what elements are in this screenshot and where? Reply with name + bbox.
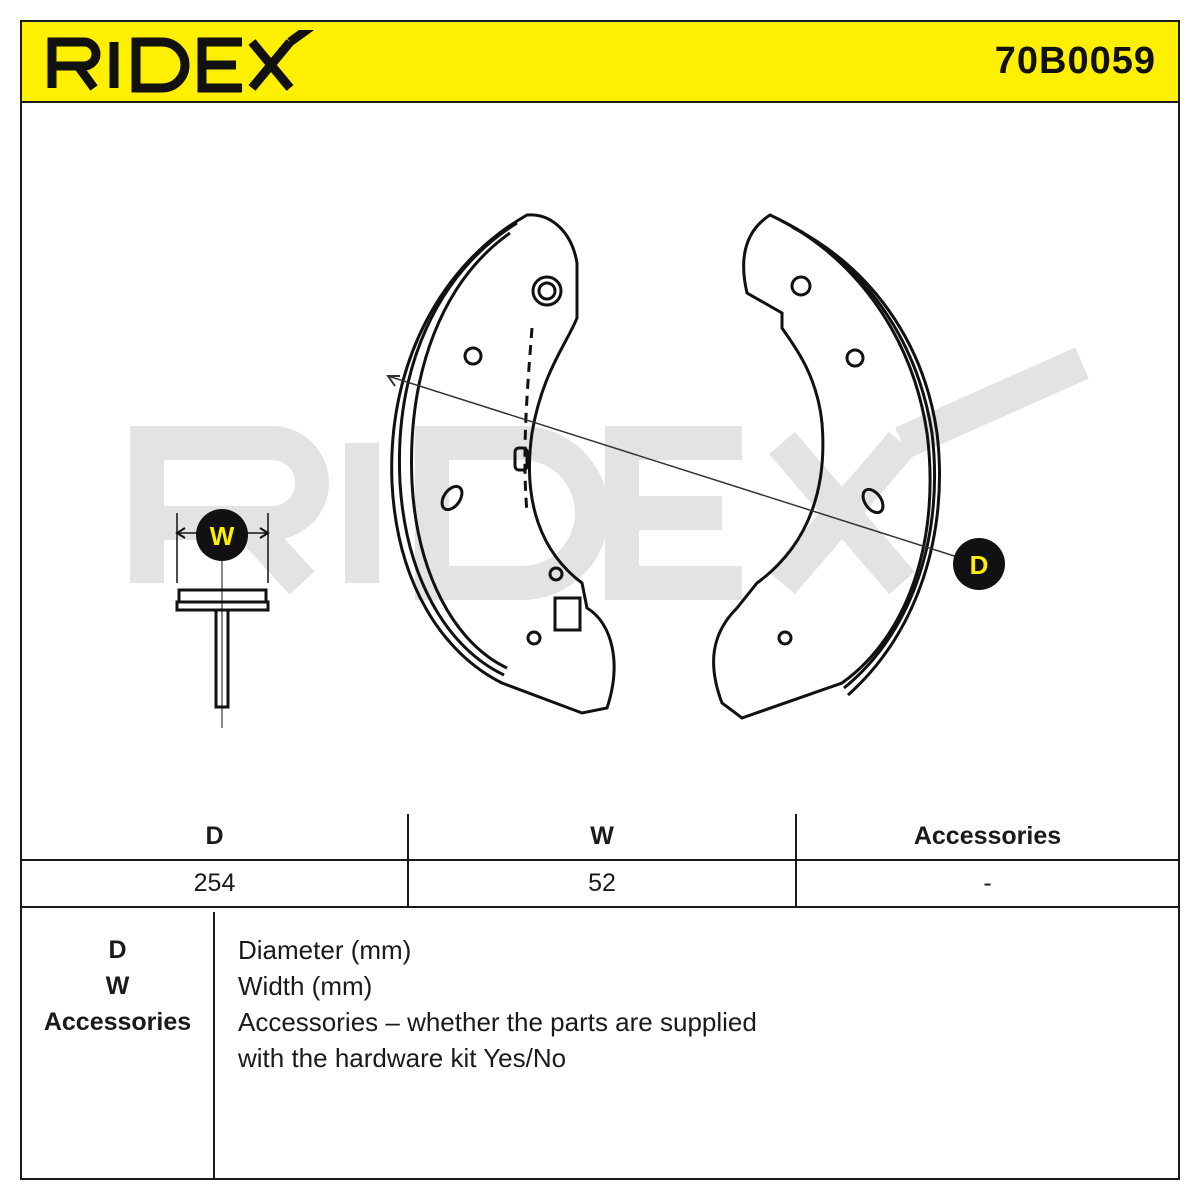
value-accessories: - [795,859,1178,908]
brake-shoe-drawing: D W [130,213,1089,728]
ridex-watermark [130,347,1089,600]
legend-desc-accessories: Accessories – whether the parts are supp… [238,1007,757,1037]
part-number: 70B0059 [994,40,1156,82]
header-d: D [22,814,409,861]
legend-key-accessories: Accessories [43,1008,192,1036]
product-sheet: 70B0059 [20,20,1180,1180]
legend-desc-accessories-cont: with the hardware kit Yes/No [238,1043,567,1073]
value-d: 254 [22,859,409,908]
header-accessories: Accessories [795,814,1178,861]
legend-desc-d: Diameter (mm) [238,935,412,965]
legend-key-w: W [105,972,130,1000]
legend-keys: D W Accessories [22,912,215,1178]
header-w: W [407,814,797,861]
legend: D W Accessories Diameter (mm) Width (mm)… [22,912,1178,1178]
svg-text:W: W [210,521,235,551]
table-header-row: D W Accessories [22,814,1178,861]
right-brake-shoe [712,213,941,720]
spec-table: D W Accessories 254 52 - [22,814,1178,908]
legend-descriptions: Diameter (mm) Width (mm) Accessories – w… [238,932,757,1076]
width-marker: W [196,509,248,561]
svg-text:D: D [970,550,989,580]
header-bar: 70B0059 [22,22,1178,103]
legend-desc-w: Width (mm) [238,971,373,1001]
legend-key-d: D [108,936,127,964]
diameter-marker: D [953,538,1005,590]
left-brake-shoe [390,213,616,715]
ridex-logo [47,30,314,93]
value-w: 52 [407,859,797,908]
table-row: 254 52 - [22,859,1178,908]
